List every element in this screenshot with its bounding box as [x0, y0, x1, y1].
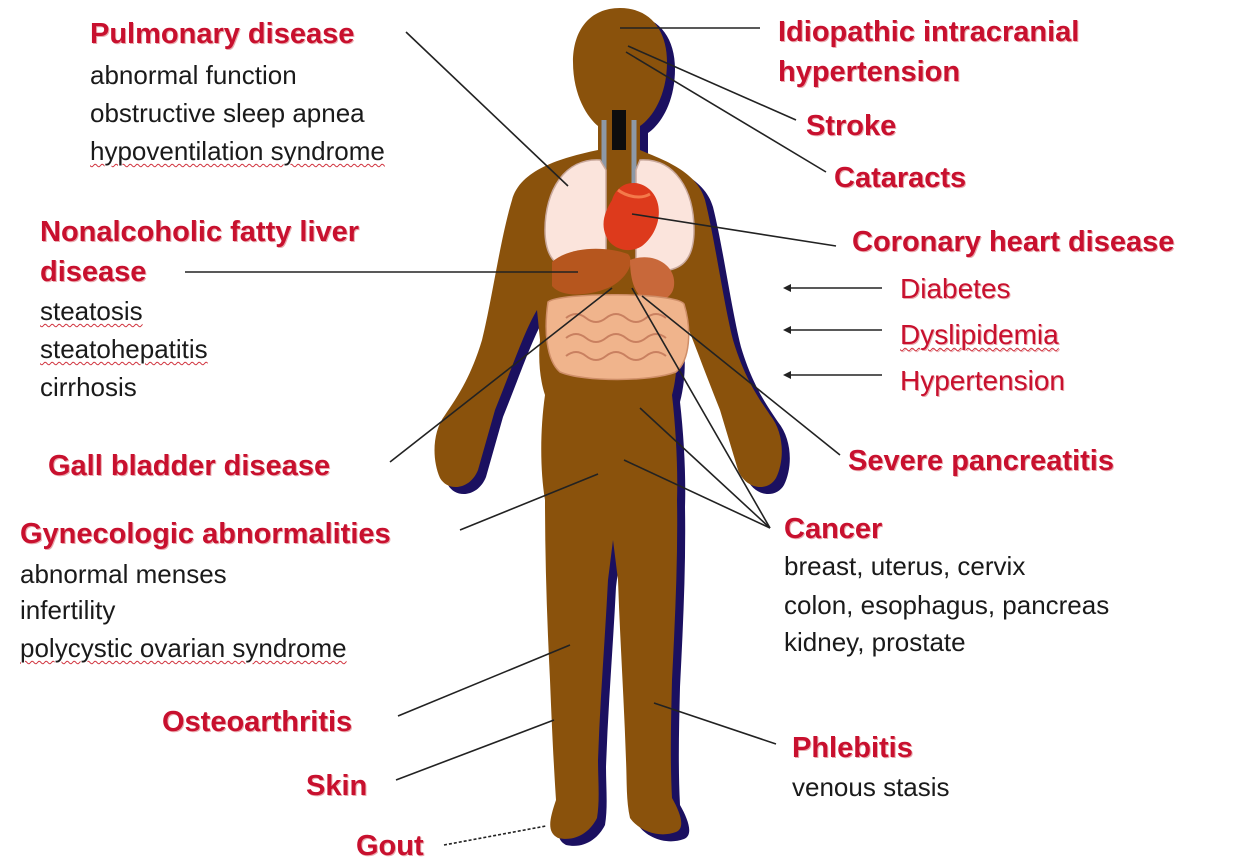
pulmonary-detail-3: hypoventilation syndrome — [90, 133, 385, 170]
skin-title: Skin — [306, 768, 367, 804]
pulmonary-detail-1: abnormal function — [90, 57, 297, 94]
osteoarthritis-title: Osteoarthritis — [162, 704, 352, 740]
cancer-detail-1: breast, uterus, cervix — [784, 548, 1025, 585]
phlebitis-detail-1: venous stasis — [792, 769, 950, 806]
nafld-detail-2: steatohepatitis — [40, 331, 208, 368]
gynecologic-detail-3: polycystic ovarian syndrome — [20, 630, 347, 667]
nafld-title-line-1: Nonalcoholic fatty liver — [40, 214, 359, 250]
nafld-detail-1: steatosis — [40, 293, 143, 330]
severe-pancreatitis-title: Severe pancreatitis — [848, 443, 1114, 479]
gynecologic-title: Gynecologic abnormalities — [20, 516, 391, 552]
cancer-detail-3: kidney, prostate — [784, 624, 966, 661]
nafld-title-line-2: disease — [40, 254, 146, 290]
gynecologic-detail-2: infertility — [20, 592, 115, 629]
iih-title-line-2: hypertension — [778, 54, 960, 90]
pulmonary-detail-2: obstructive sleep apnea — [90, 95, 365, 132]
cataracts-title: Cataracts — [834, 160, 966, 196]
diabetes-label: Diabetes — [900, 271, 1011, 307]
nafld-detail-3: cirrhosis — [40, 369, 137, 406]
gallbladder-title: Gall bladder disease — [48, 448, 330, 484]
cancer-title: Cancer — [784, 511, 882, 547]
trachea-icon — [612, 110, 626, 150]
pulmonary-disease-title: Pulmonary disease — [90, 16, 354, 52]
iih-title-line-1: Idiopathic intracranial — [778, 14, 1079, 50]
dyslipidemia-label: Dyslipidemia — [900, 317, 1059, 353]
gout-title: Gout — [356, 828, 424, 864]
cancer-detail-2: colon, esophagus, pancreas — [784, 587, 1109, 624]
gynecologic-detail-1: abnormal menses — [20, 556, 227, 593]
arrowheads — [783, 284, 791, 379]
coronary-heart-disease-title: Coronary heart disease — [852, 224, 1174, 260]
hypertension-label: Hypertension — [900, 363, 1065, 399]
stroke-title: Stroke — [806, 108, 896, 144]
phlebitis-title: Phlebitis — [792, 730, 913, 766]
